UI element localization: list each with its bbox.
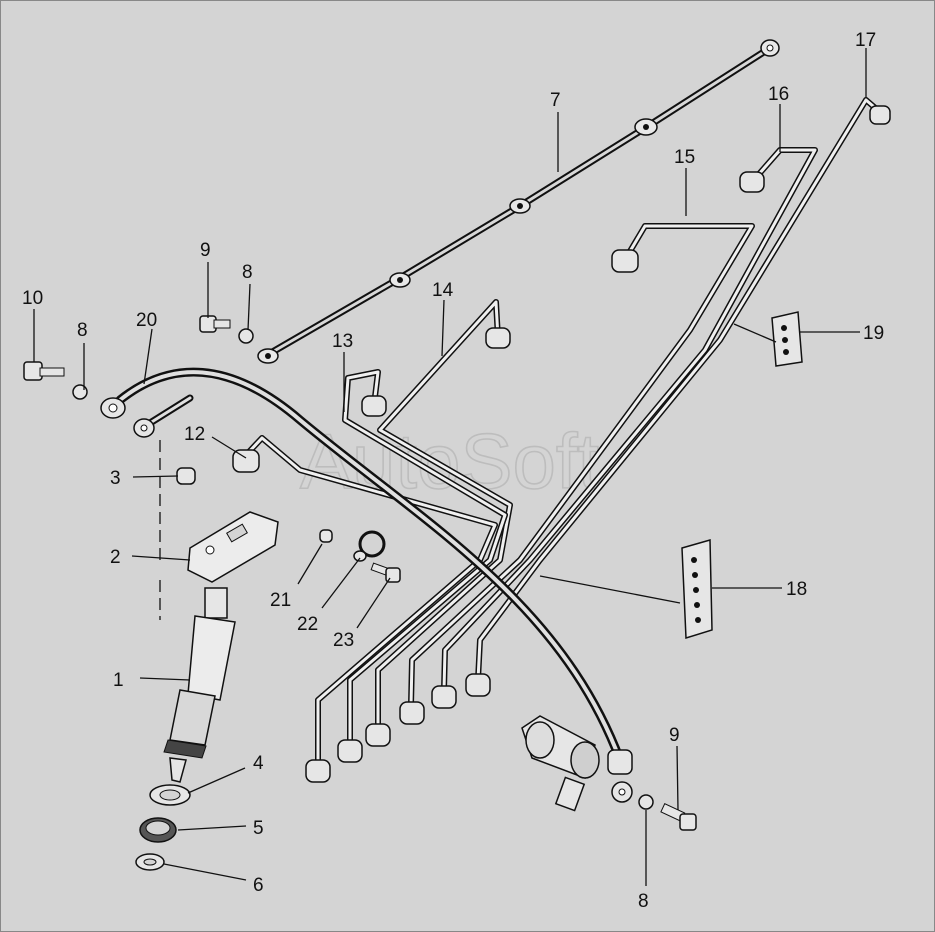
callout-8-left: 8 bbox=[77, 320, 88, 341]
callout-1: 1 bbox=[113, 670, 124, 691]
pump-fitting bbox=[521, 715, 600, 812]
callout-9-bottom: 9 bbox=[669, 725, 680, 746]
nut-3 bbox=[176, 467, 196, 485]
callout-20: 20 bbox=[136, 310, 157, 331]
callout-3: 3 bbox=[110, 468, 121, 489]
leak-off-pipe-7 bbox=[257, 39, 780, 364]
callout-6: 6 bbox=[253, 875, 264, 896]
callout-10: 10 bbox=[22, 288, 43, 309]
callout-15: 15 bbox=[674, 147, 695, 168]
banjo-bolt-9a bbox=[199, 315, 231, 333]
clamp-18 bbox=[681, 539, 713, 640]
washer-8b bbox=[238, 328, 254, 344]
callout-2: 2 bbox=[110, 547, 121, 568]
callout-22: 22 bbox=[297, 614, 318, 635]
clamp-2 bbox=[187, 511, 279, 583]
injector-1 bbox=[163, 587, 236, 783]
callout-8-bottom: 8 bbox=[638, 891, 649, 912]
callout-4: 4 bbox=[253, 753, 264, 774]
callout-7: 7 bbox=[550, 90, 561, 111]
callout-16: 16 bbox=[768, 84, 789, 105]
banjo-bolt-9b bbox=[660, 803, 697, 831]
callout-21: 21 bbox=[270, 590, 291, 611]
banjo-bolt-10 bbox=[23, 361, 65, 381]
clamp-19 bbox=[771, 311, 803, 367]
callout-17: 17 bbox=[855, 30, 876, 51]
callout-9-top: 9 bbox=[200, 240, 211, 261]
callout-14: 14 bbox=[432, 280, 454, 301]
leader-lines bbox=[33, 48, 867, 886]
high-pressure-pipes bbox=[232, 97, 891, 783]
callout-18: 18 bbox=[786, 579, 807, 600]
washer-8a bbox=[72, 384, 88, 400]
washer-8c bbox=[638, 794, 654, 810]
return-pipe-20 bbox=[100, 367, 633, 803]
callout-5: 5 bbox=[253, 818, 264, 839]
callout-12: 12 bbox=[184, 424, 205, 445]
callout-13: 13 bbox=[332, 331, 353, 352]
callout-8-top: 8 bbox=[242, 262, 253, 283]
callout-23: 23 bbox=[333, 630, 354, 651]
clip-22 bbox=[358, 530, 386, 558]
callout-19: 19 bbox=[863, 323, 884, 344]
nut-21 bbox=[319, 529, 333, 543]
